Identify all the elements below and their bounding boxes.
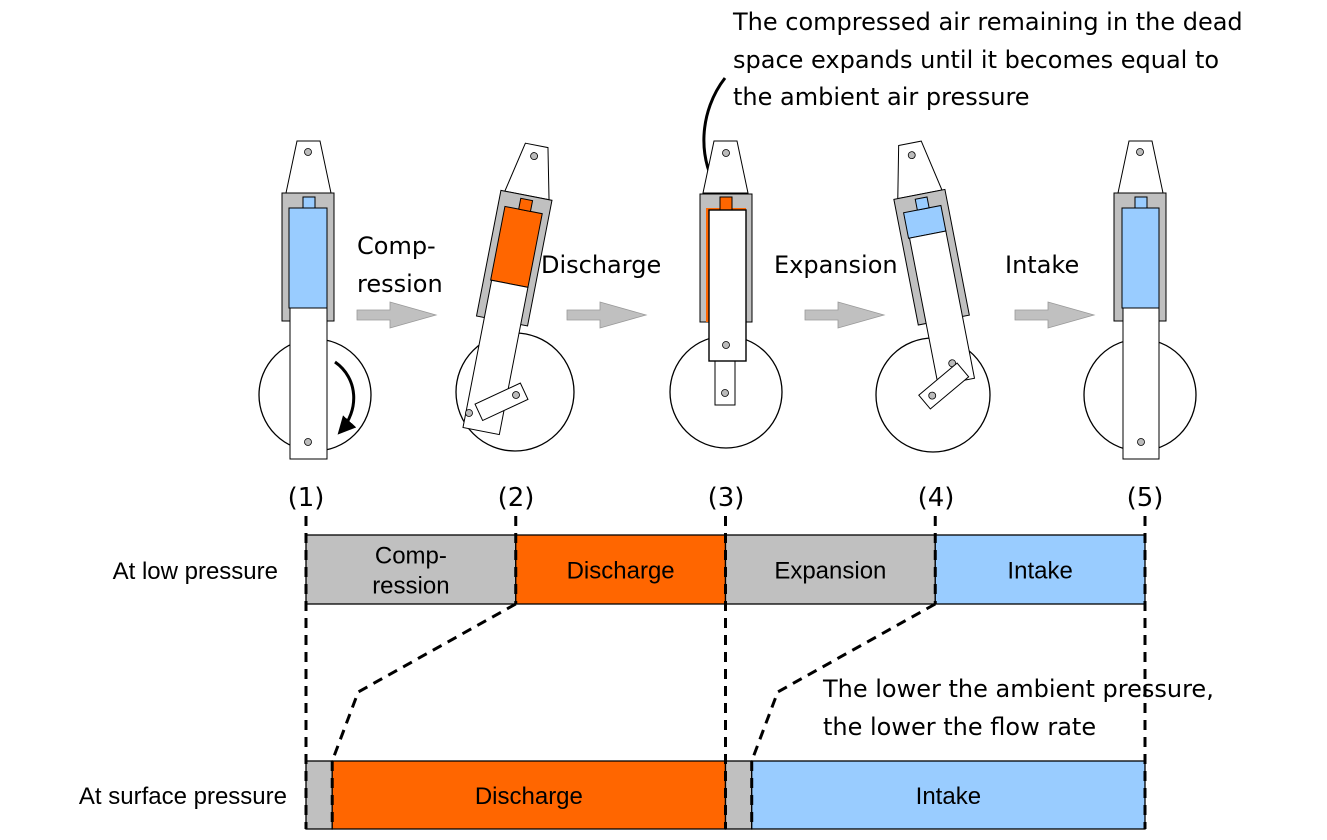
- right-arrow-icon: [356, 301, 438, 329]
- transition-label: ression: [357, 270, 443, 298]
- transition-intake: Intake: [1005, 251, 1096, 329]
- valve-port: [1134, 196, 1148, 209]
- dashed-guides: [304, 516, 1147, 829]
- piston-rod: [708, 209, 747, 362]
- segment-compression: [305, 760, 333, 830]
- right-arrow-icon: [804, 301, 886, 329]
- transition-label: Discharge: [541, 251, 661, 279]
- stage-label: (1): [288, 483, 325, 513]
- segment-label: Expansion: [774, 558, 886, 585]
- crank-pin-hole: [721, 389, 729, 397]
- cylinder-head-bracket: [897, 140, 943, 200]
- pin-hole: [722, 341, 730, 349]
- valve-port: [302, 196, 316, 209]
- piston-rod: [462, 279, 529, 436]
- timing-shift-connector: [750, 602, 936, 762]
- valve-port: [719, 196, 733, 211]
- stage-label: (5): [1127, 483, 1164, 513]
- stage-label: (4): [918, 483, 955, 513]
- pivot-hole: [1136, 148, 1144, 156]
- transition-discharge: Discharge: [541, 251, 661, 329]
- row-label-low-pressure: At low pressure: [113, 558, 278, 585]
- segment-intake: [751, 760, 1146, 830]
- segment-label: Comp-: [375, 543, 447, 570]
- flow-rate-annotation: The lower the ambient pressure, the lowe…: [822, 675, 1214, 741]
- connecting-rod: [714, 359, 736, 406]
- chamber-air: [1121, 207, 1160, 309]
- compressor-stage-3: [669, 140, 783, 449]
- right-arrow-icon: [566, 301, 648, 329]
- chamber-air: [288, 207, 328, 309]
- pivot-hole: [907, 151, 916, 160]
- valve-port: [914, 196, 930, 211]
- pivot-hole: [530, 152, 538, 160]
- segment-label: Intake: [916, 783, 981, 810]
- pin-hole: [465, 409, 473, 417]
- crank-pin-hole: [928, 391, 937, 400]
- annotation-line: The compressed air remaining in the dead: [732, 8, 1243, 36]
- segment-expansion: [724, 760, 753, 830]
- timing-shift-connector: [330, 602, 517, 762]
- segment-label: Discharge: [567, 558, 675, 585]
- stage-labels: (1) (2) (3) (4) (5): [288, 483, 1164, 513]
- transition-label: Expansion: [774, 251, 898, 279]
- cylinder-head-bracket: [702, 140, 749, 194]
- annotation-line: space expands until it becomes equal to: [733, 46, 1219, 74]
- transition-label: Intake: [1005, 251, 1079, 279]
- transition-expansion: Expansion: [774, 251, 898, 329]
- transition-label: Comp-: [357, 232, 436, 260]
- compressor-stage-4: [875, 140, 991, 453]
- rotation-arrow-icon: [334, 360, 357, 435]
- annotation-line: the ambient air pressure: [733, 83, 1030, 111]
- pin-hole: [1137, 438, 1145, 446]
- crank-pin-hole: [512, 391, 520, 399]
- segment-label: Discharge: [475, 783, 583, 810]
- stage-label: (2): [498, 483, 535, 513]
- segment-label: Intake: [1007, 558, 1072, 585]
- stage-label: (3): [708, 483, 745, 513]
- valve-port: [518, 197, 534, 213]
- pivot-hole: [304, 148, 312, 156]
- right-arrow-icon: [1014, 301, 1096, 329]
- annotation-line: the lower the flow rate: [823, 713, 1096, 741]
- cylinder-head-bracket: [504, 142, 550, 201]
- transition-compression: Comp- ression: [356, 232, 443, 329]
- segment-discharge: [515, 534, 727, 605]
- compressor-stage-5: [1083, 140, 1197, 460]
- pivot-hole: [722, 149, 730, 157]
- annotation-line: The lower the ambient pressure,: [822, 675, 1214, 703]
- segment-compression: [305, 534, 517, 605]
- piston-rod: [289, 307, 328, 460]
- piston-rod: [1122, 307, 1160, 460]
- compressor-stage-1: [258, 140, 372, 460]
- dead-space-annotation: The compressed air remaining in the dead…: [702, 8, 1243, 199]
- compressor-stage-2: [455, 142, 575, 452]
- dead-space-film: [706, 208, 709, 322]
- pin-hole: [304, 438, 312, 446]
- segment-label: ression: [372, 573, 449, 600]
- row-label-surface-pressure: At surface pressure: [79, 783, 287, 810]
